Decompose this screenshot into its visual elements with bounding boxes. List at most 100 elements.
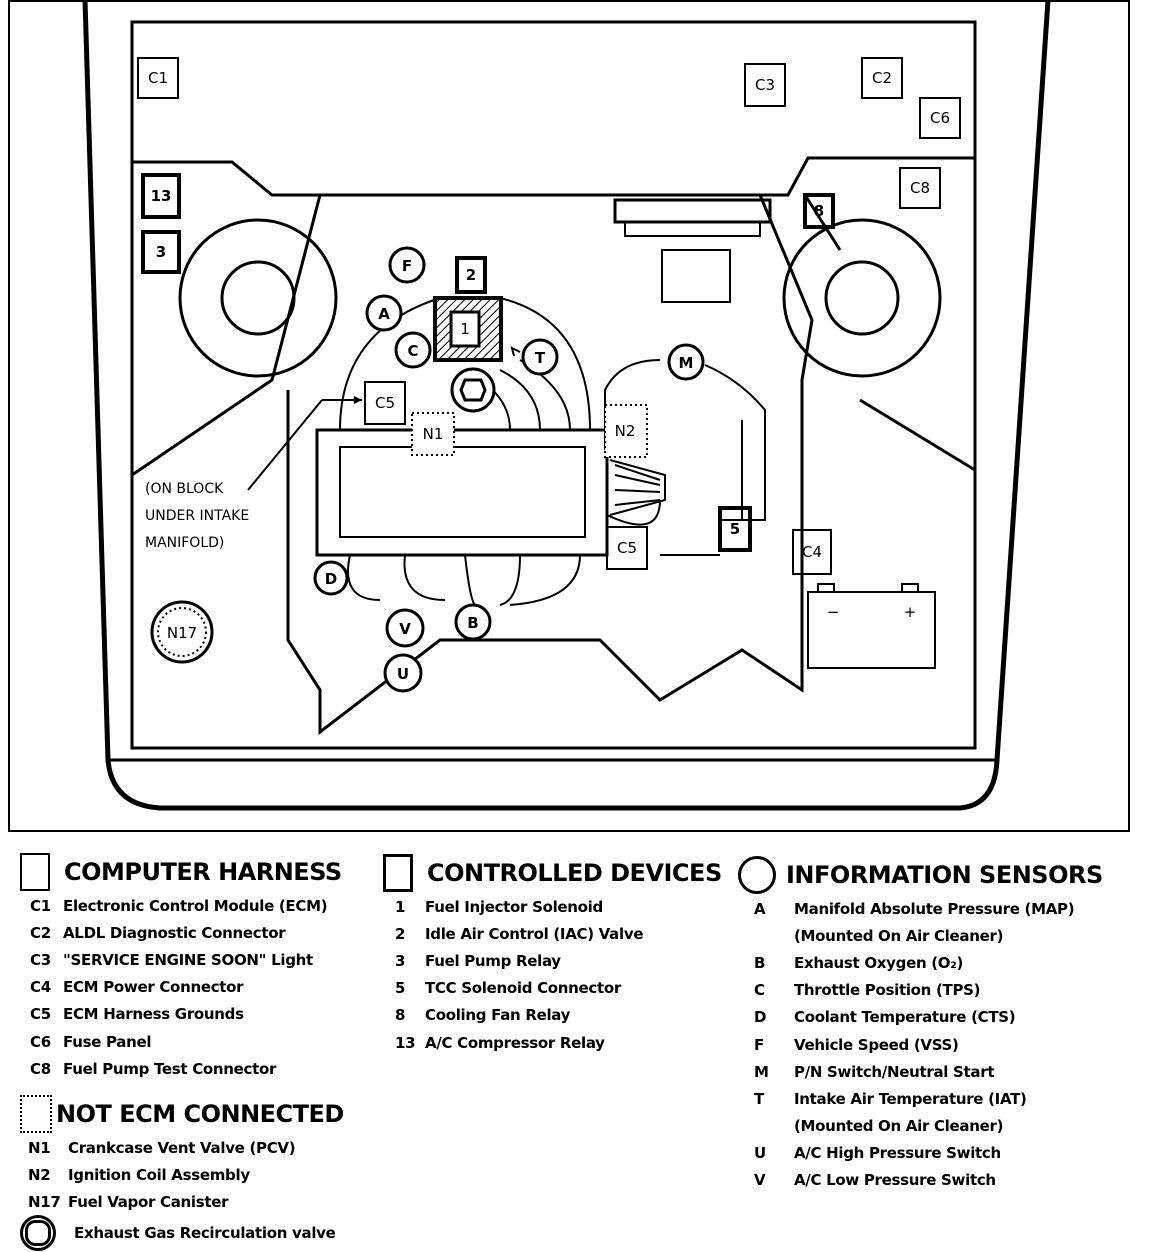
legend-item-code: V bbox=[754, 1171, 766, 1190]
label-d: D bbox=[325, 570, 337, 588]
label-8: 8 bbox=[814, 202, 824, 220]
engine-bay-outline bbox=[130, 20, 977, 750]
exhaust-manifold bbox=[347, 554, 581, 606]
device-1-inner bbox=[449, 310, 481, 348]
legend-item-label: A/C Low Pressure Switch bbox=[794, 1171, 996, 1190]
label-c8: C8 bbox=[910, 179, 930, 197]
legend-item-code: N2 bbox=[28, 1165, 51, 1184]
wheel-right-hub bbox=[824, 260, 900, 336]
legend-item-label: Fuel Pump Test Connector bbox=[63, 1059, 277, 1078]
label-3: 3 bbox=[156, 243, 166, 261]
sensor-t-circle bbox=[521, 338, 559, 376]
label-b: B bbox=[467, 614, 478, 632]
n17-circle bbox=[150, 600, 214, 664]
legend-item-label: ALDL Diagnostic Connector bbox=[63, 923, 286, 942]
reservoir-base bbox=[624, 221, 761, 237]
legend-item-code: A bbox=[754, 899, 766, 918]
battery-terminal-neg bbox=[817, 583, 835, 593]
wheel-left bbox=[178, 218, 338, 378]
legend-item-label: Manifold Absolute Pressure (MAP) bbox=[794, 899, 1075, 918]
legend-item-code: 13 bbox=[395, 1033, 416, 1052]
harness-c4-box bbox=[792, 529, 832, 575]
frame-rail-right bbox=[803, 194, 976, 472]
harness-c6-box bbox=[919, 97, 961, 139]
label-13: 13 bbox=[151, 187, 172, 205]
frame-rail-left bbox=[131, 194, 814, 736]
legend-item-code: C5 bbox=[30, 1005, 51, 1024]
legend-item: V A/C Low Pressure Switch bbox=[738, 1167, 1103, 1194]
sensor-u-circle bbox=[383, 653, 423, 693]
transaxle-outline bbox=[604, 359, 766, 556]
t-arrow-icon bbox=[510, 346, 521, 357]
legend-item-label: (Mounted On Air Cleaner) bbox=[794, 926, 1004, 945]
wheel-left-hub bbox=[220, 260, 296, 336]
legend-item-code: C bbox=[754, 981, 765, 1000]
sensor-d-circle bbox=[313, 560, 349, 596]
legend-item-label: P/N Switch/Neutral Start bbox=[794, 1062, 995, 1081]
legend-item-code: B bbox=[754, 953, 766, 972]
legend-item-code: F bbox=[754, 1035, 764, 1054]
legend-item: N17 Fuel Vapor Canister bbox=[20, 1188, 344, 1215]
battery-minus: − bbox=[827, 603, 840, 621]
harness-c8-box bbox=[899, 167, 941, 209]
legend-item-code: 1 bbox=[395, 897, 406, 916]
device-8-box bbox=[803, 193, 835, 229]
sensor-v-circle bbox=[385, 608, 425, 648]
label-u: U bbox=[397, 665, 409, 683]
legend-item-label: TCC Solenoid Connector bbox=[425, 979, 621, 998]
label-c3: C3 bbox=[755, 76, 775, 94]
n1-box bbox=[411, 412, 455, 456]
legend-item-label: Fuel Pump Relay bbox=[425, 951, 561, 970]
reservoir-cap bbox=[613, 198, 772, 224]
device-1-box bbox=[433, 296, 503, 362]
battery-terminal-pos bbox=[901, 583, 919, 593]
square-thin-icon bbox=[20, 853, 50, 891]
legend-item-label: Fuel Vapor Canister bbox=[68, 1192, 229, 1211]
sensor-a-circle bbox=[365, 294, 403, 332]
device-3-box bbox=[141, 230, 181, 274]
label-c1: C1 bbox=[148, 69, 168, 87]
legend-item-label: Fuse Panel bbox=[63, 1032, 152, 1051]
sensor-b-circle bbox=[454, 603, 492, 641]
label-n17: N17 bbox=[167, 624, 197, 642]
legend-title: CONTROLLED DEVICES bbox=[427, 859, 722, 887]
label-5: 5 bbox=[730, 520, 740, 538]
legend-item-label: Electronic Control Module (ECM) bbox=[63, 896, 328, 915]
legend-title: NOT ECM CONNECTED bbox=[56, 1100, 344, 1128]
label-c6: C6 bbox=[930, 109, 950, 127]
device-2-box bbox=[455, 256, 487, 294]
square-thick-icon bbox=[383, 854, 413, 892]
legend-item: (Mounted On Air Cleaner) bbox=[738, 1113, 1103, 1140]
label-a: A bbox=[378, 305, 390, 323]
legend-item-label: Intake Air Temperature (IAT) bbox=[794, 1089, 1027, 1108]
legend-item-code: C4 bbox=[30, 978, 51, 997]
legend-item-label: Idle Air Control (IAC) Valve bbox=[425, 924, 644, 943]
legend-item-code: C3 bbox=[30, 950, 51, 969]
legend-item-code: 8 bbox=[395, 1006, 406, 1025]
legend-item-code: N17 bbox=[28, 1192, 61, 1211]
engine-compartment-diagram: − + (ON BLOCK UNDER INTAKE MANIFOLD) bbox=[8, 0, 1130, 832]
sensor-f-circle bbox=[388, 246, 426, 284]
valve-cover bbox=[339, 446, 586, 538]
sensor-c-circle bbox=[394, 331, 432, 369]
legend-item-label: Coolant Temperature (CTS) bbox=[794, 1008, 1016, 1027]
label-c5-2: C5 bbox=[617, 539, 637, 557]
device-13-box bbox=[141, 173, 181, 219]
